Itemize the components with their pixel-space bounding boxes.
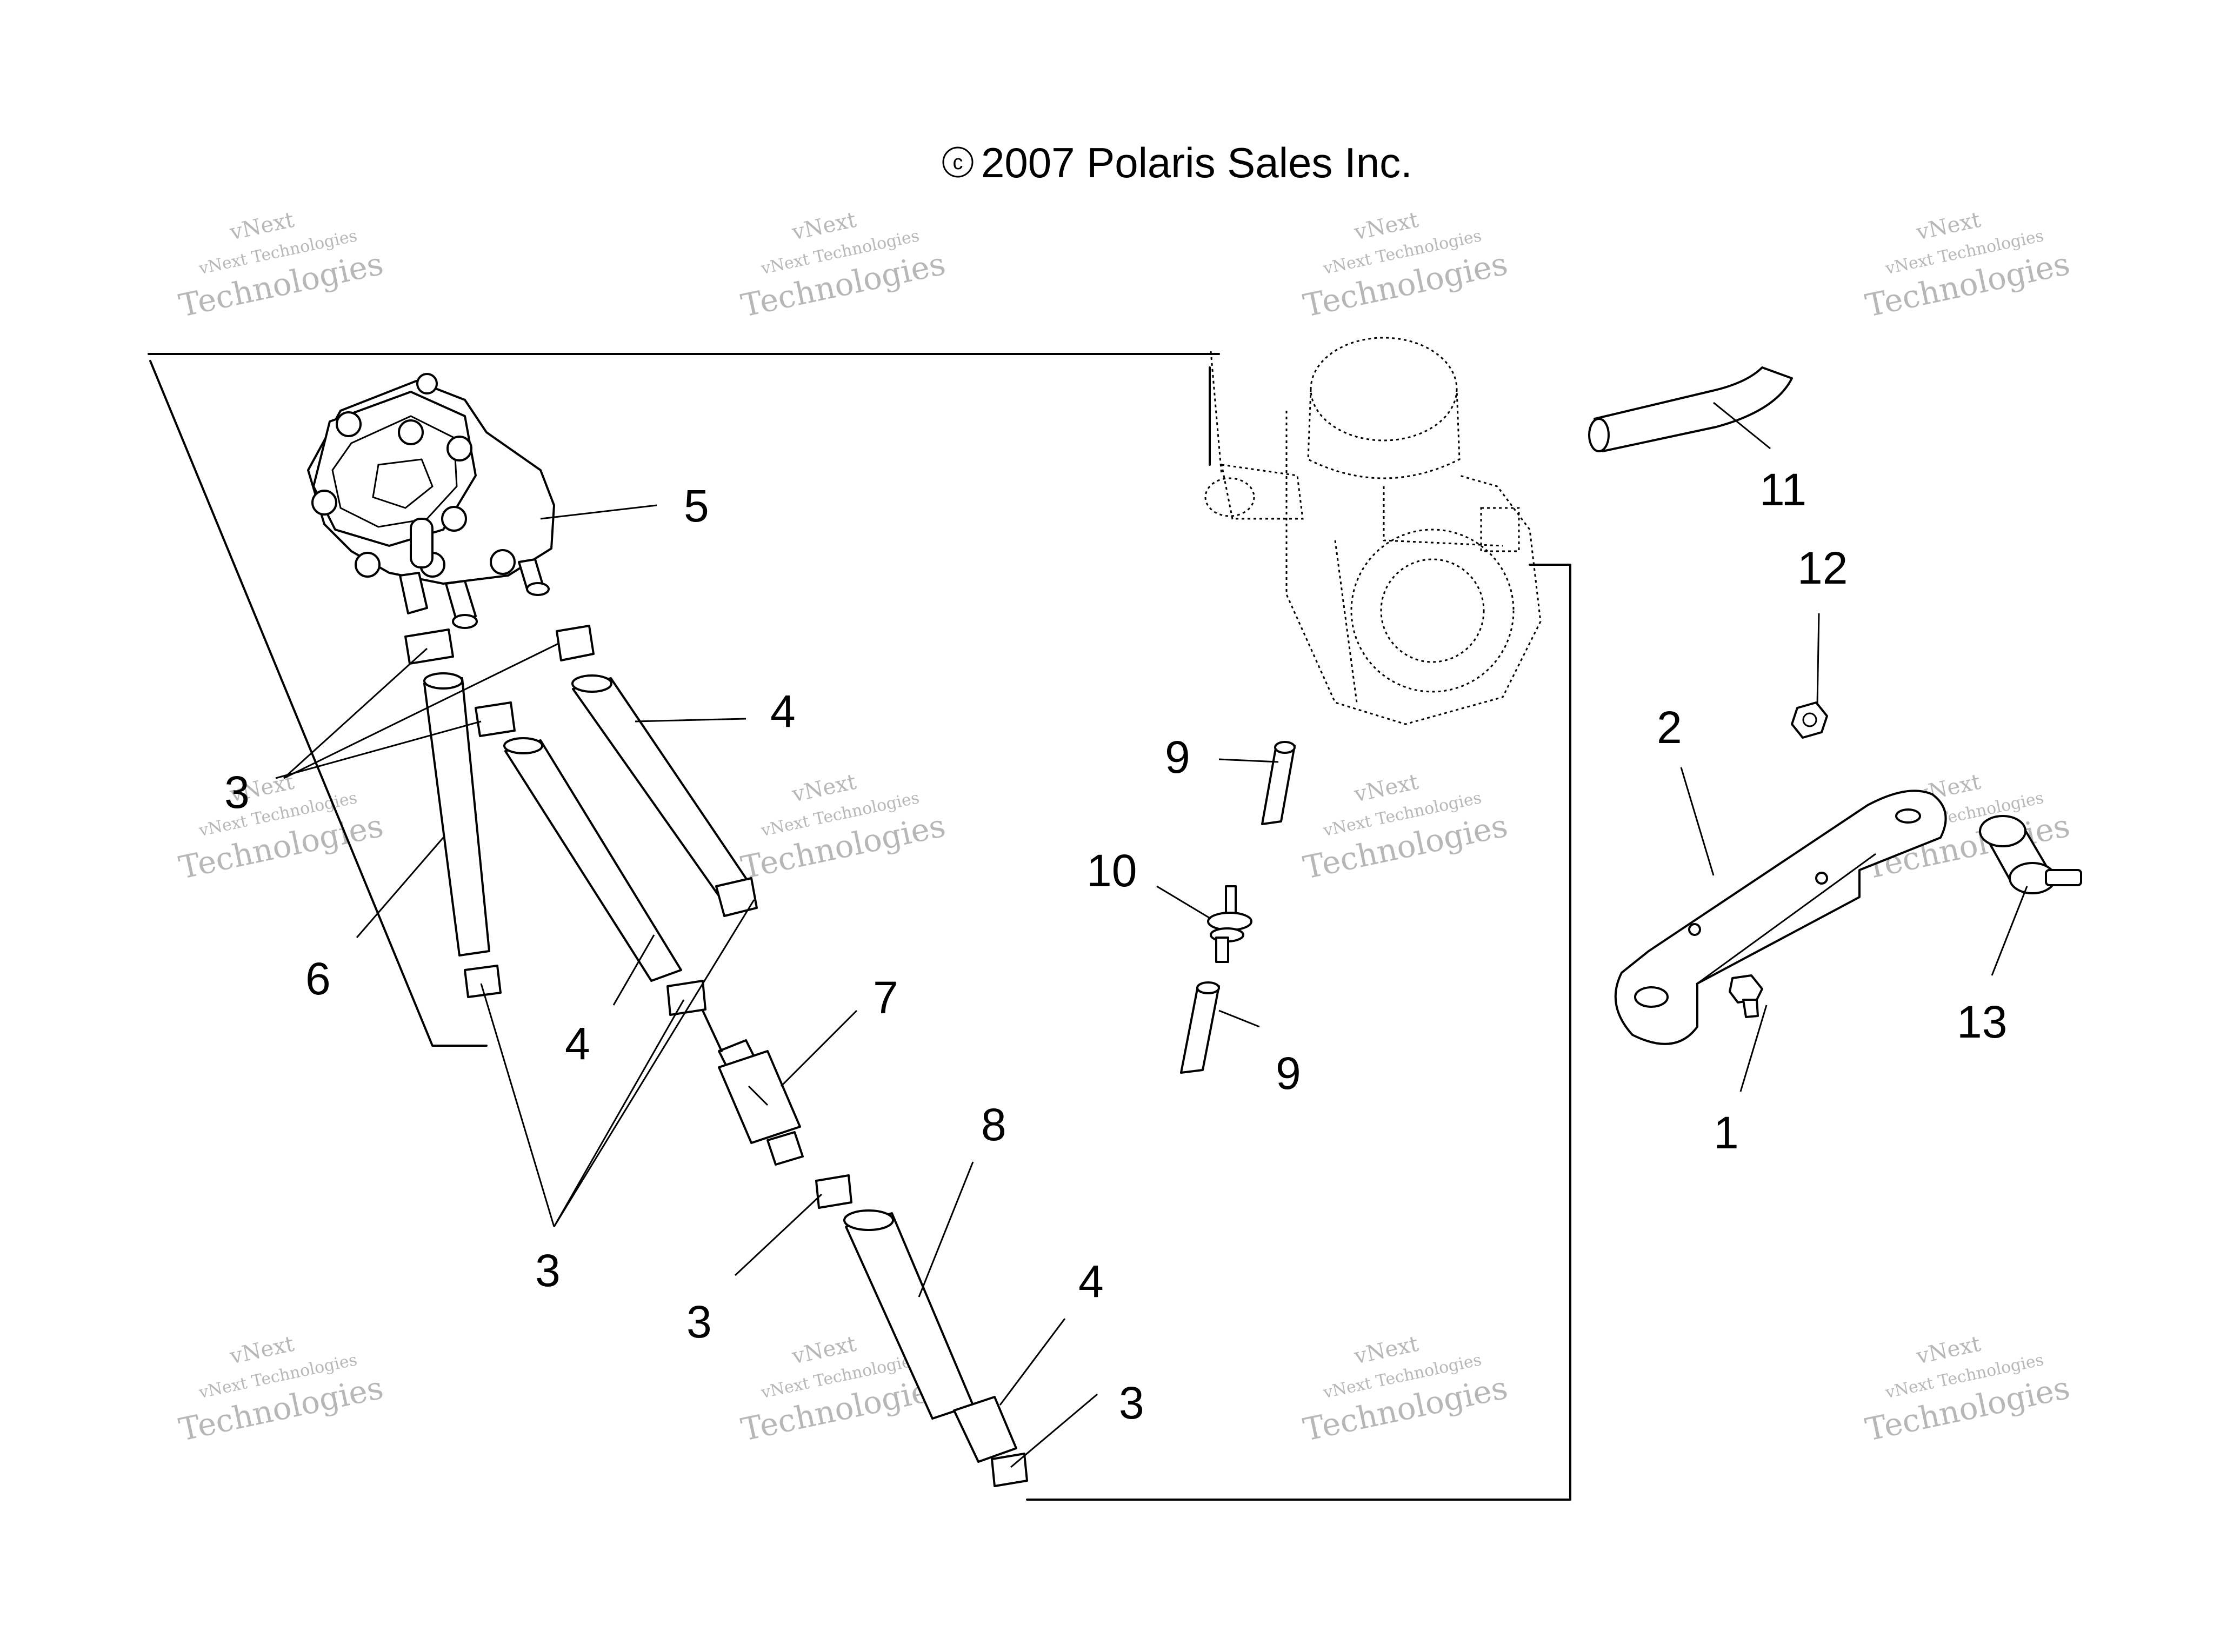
watermark: vNext vNext Technologies Technologies — [1300, 1332, 1511, 1448]
callout-1: 1 — [1714, 1107, 1739, 1158]
rubber-damper — [1979, 815, 2082, 894]
watermark: vNext vNext Technologies Technologies — [1300, 770, 1511, 886]
vent-hose-9 — [1261, 741, 1296, 825]
callout-labels: 5 4 3 6 4 7 3 8 3 4 3 9 10 9 11 12 2 13 … — [224, 464, 2007, 1428]
callout-4: 4 — [565, 1018, 590, 1069]
hose-clamp — [556, 625, 595, 661]
fuel-pump — [307, 373, 555, 629]
callout-3: 3 — [535, 1245, 561, 1296]
watermark: vNext vNext Technologies Technologies — [176, 1332, 386, 1448]
svg-text:vNext: vNext — [227, 208, 296, 245]
svg-text:vNext: vNext — [227, 1332, 296, 1369]
callout-3: 3 — [686, 1296, 712, 1347]
check-valve — [1207, 885, 1252, 963]
hose-clamp — [475, 701, 516, 737]
svg-text:vNext: vNext — [1351, 208, 1421, 245]
watermark: vNext vNext Technologies Technologies — [1862, 1332, 2073, 1448]
callout-8: 8 — [981, 1099, 1006, 1150]
callout-3: 3 — [1119, 1377, 1144, 1428]
vent-hose-11 — [1588, 366, 1793, 452]
callout-6: 6 — [305, 953, 331, 1004]
mounting-bracket — [1614, 790, 1947, 1045]
copyright-notice: c 2007 Polaris Sales Inc. — [942, 139, 1412, 186]
callout-13: 13 — [1957, 996, 2007, 1047]
copyright-text: 2007 Polaris Sales Inc. — [981, 139, 1412, 186]
watermark: vNext vNext Technologies Technologies — [176, 770, 386, 886]
callout-4: 4 — [1078, 1256, 1104, 1307]
assembly-frame-lines — [148, 353, 1571, 1501]
callout-9: 9 — [1276, 1048, 1301, 1099]
callout-4: 4 — [770, 686, 796, 737]
svg-text:vNext: vNext — [789, 1332, 858, 1369]
hose-clamp — [404, 628, 454, 665]
svg-text:c: c — [953, 151, 963, 174]
leader-lines — [275, 402, 2028, 1468]
callout-11: 11 — [1759, 464, 1806, 515]
hose-clamp — [815, 1174, 852, 1209]
svg-text:vNext: vNext — [1351, 770, 1421, 807]
svg-text:vNext: vNext — [1914, 1332, 1983, 1369]
callout-9: 9 — [1165, 732, 1190, 782]
watermark: vNext vNext Technologies Technologies — [1862, 208, 2073, 324]
copyright-symbol-icon — [942, 146, 974, 178]
svg-text:vNext: vNext — [789, 770, 858, 807]
fuel-hose-8 — [843, 1209, 1017, 1463]
hose-clamp — [464, 965, 502, 998]
callout-3: 3 — [224, 767, 250, 818]
watermark: vNext vNext Technologies Technologies — [738, 1332, 949, 1448]
callout-2: 2 — [1657, 702, 1682, 753]
svg-text:vNext: vNext — [1914, 208, 1983, 245]
fuel-hose-6 — [423, 672, 490, 957]
fuel-hose-4 — [503, 737, 682, 982]
watermark: vNext vNext Technologies Technologies — [738, 770, 949, 886]
vent-hose-9 — [1180, 981, 1220, 1074]
screw — [1729, 974, 1763, 1018]
hose-clamp — [666, 980, 706, 1016]
callout-7: 7 — [873, 972, 898, 1023]
svg-text:vNext: vNext — [1351, 1332, 1421, 1369]
svg-text:vNext: vNext — [789, 208, 858, 245]
watermark: vNext vNext Technologies Technologies — [176, 208, 386, 324]
nut — [1791, 701, 1828, 739]
hose-clamps — [404, 625, 1028, 1487]
watermark: vNext vNext Technologies Technologies — [1300, 208, 1511, 324]
callout-10: 10 — [1086, 845, 1137, 896]
watermark: vNext vNext Technologies Technologies — [738, 208, 949, 324]
fuel-filter — [702, 1009, 804, 1166]
callout-12: 12 — [1797, 543, 1848, 593]
fuel-hose-4 — [571, 674, 758, 917]
callout-5: 5 — [684, 480, 709, 531]
carburetor — [1204, 337, 1542, 725]
